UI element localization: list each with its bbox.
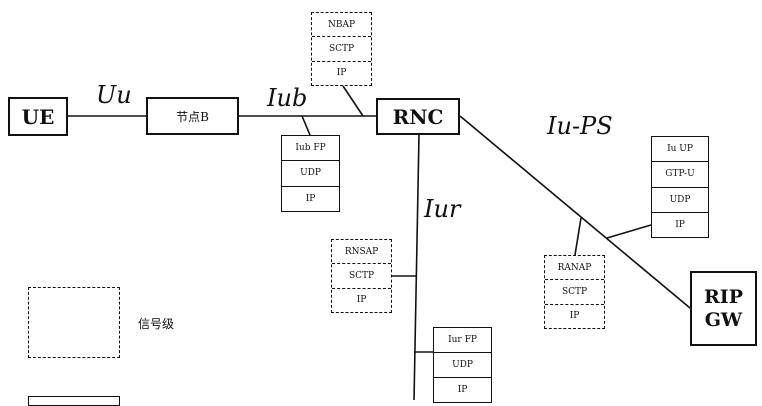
protocol-layer: Iub FP [282, 136, 339, 161]
iur-signaling-stack: RNSAP SCTP IP [331, 239, 392, 313]
legend-user-swatch [28, 396, 120, 406]
iub-user-stack: Iub FP UDP IP [281, 135, 340, 212]
iups-user-leader [606, 224, 652, 239]
rip-gw-line2: GW [704, 308, 743, 331]
protocol-layer: SCTP [545, 279, 604, 304]
protocol-layer: SCTP [312, 36, 371, 61]
protocol-layer: SCTP [332, 263, 391, 288]
uu-interface-label: Uu [96, 81, 132, 109]
iub-user-leader [301, 115, 311, 136]
legend-signaling-swatch [28, 287, 120, 358]
protocol-layer: IP [312, 60, 371, 85]
protocol-layer: UDP [282, 160, 339, 186]
protocol-layer: IP [545, 303, 604, 328]
protocol-layer: Iur FP [434, 328, 491, 352]
legend-signaling-label: 信号级 [138, 317, 175, 331]
protocol-layer: UDP [652, 186, 708, 212]
protocol-layer: NBAP [312, 13, 371, 37]
node-b-node: 节点B [146, 97, 239, 135]
iur-interface-label: Iur [424, 195, 461, 223]
iub-signaling-stack: NBAP SCTP IP [311, 12, 372, 86]
ue-node: UE [8, 97, 68, 136]
iu-ps-signaling-stack: RANAP SCTP IP [544, 255, 605, 329]
protocol-layer: RANAP [545, 256, 604, 280]
iu-ps-user-stack: Iu UP GTP-U UDP IP [651, 136, 709, 238]
protocol-layer: RNSAP [332, 240, 391, 264]
rip-gw-line1: RIP [704, 285, 743, 308]
rnc-node: RNC [376, 98, 460, 135]
protocol-layer: IP [434, 377, 491, 402]
iub-interface-label: Iub [267, 84, 308, 112]
iups-link [459, 115, 691, 309]
iub-signaling-leader [342, 85, 364, 117]
protocol-layer: UDP [434, 352, 491, 377]
protocol-layer: GTP-U [652, 161, 708, 187]
iups-signaling-leader [574, 217, 582, 256]
iur-link [413, 134, 420, 400]
protocol-layer: IP [332, 287, 391, 312]
rip-gw-node: RIP GW [690, 271, 757, 346]
iu-ps-interface-label: Iu-PS [547, 112, 613, 140]
protocol-layer: IP [282, 185, 339, 211]
iur-user-stack: Iur FP UDP IP [433, 327, 492, 403]
protocol-layer: Iu UP [652, 137, 708, 162]
protocol-layer: IP [652, 211, 708, 237]
